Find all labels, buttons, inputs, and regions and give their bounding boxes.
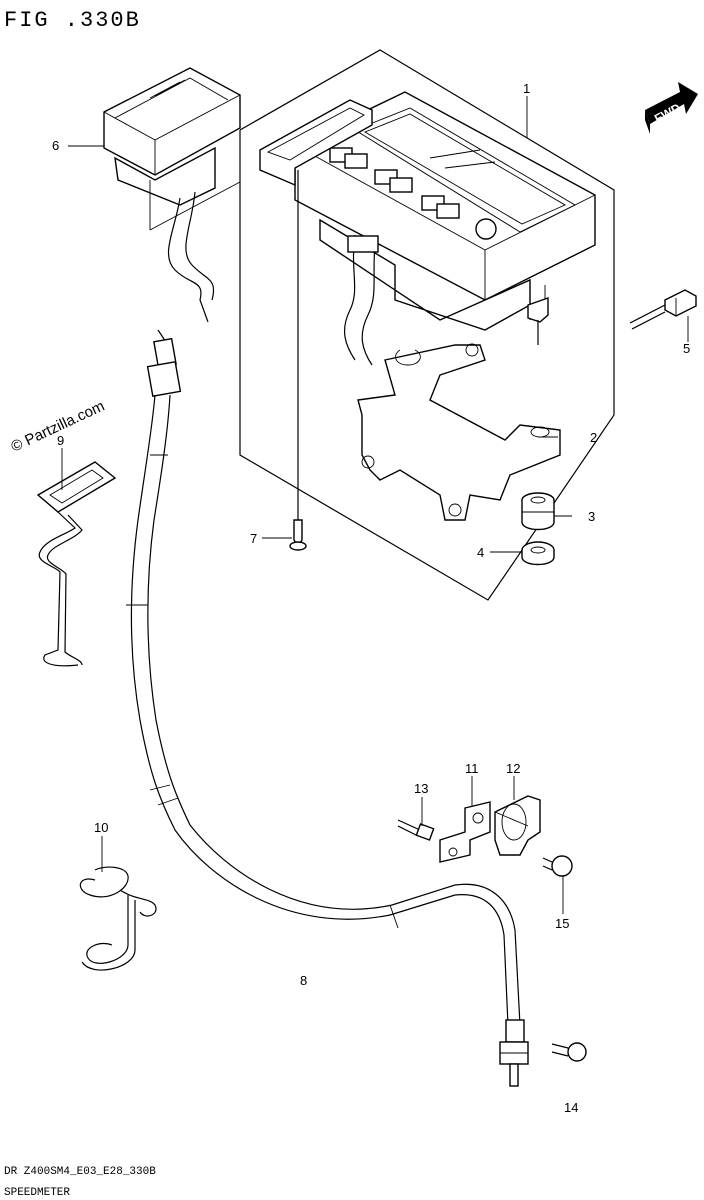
cable-guide-part-9 xyxy=(36,461,117,667)
callout-11: 11 xyxy=(465,761,479,776)
clamp-part-10 xyxy=(79,866,157,971)
footer-code: DR Z400SM4_E03_E28_330B xyxy=(4,1166,156,1178)
callout-14: 14 xyxy=(564,1100,578,1115)
leader-lines xyxy=(61,96,689,914)
callout-6: 6 xyxy=(52,138,59,153)
speedometer-cluster-part-1 xyxy=(259,91,596,366)
connector-part-6 xyxy=(103,67,241,323)
pin-part-13 xyxy=(397,819,435,841)
callout-4: 4 xyxy=(477,545,484,560)
callout-10: 10 xyxy=(94,820,108,835)
callout-2: 2 xyxy=(590,430,597,445)
callout-12: 12 xyxy=(506,761,520,776)
callout-8: 8 xyxy=(300,973,307,988)
bracket-part-2 xyxy=(357,343,561,521)
callout-3: 3 xyxy=(588,509,595,524)
callout-15: 15 xyxy=(555,916,569,931)
bolt-part-5 xyxy=(629,289,697,330)
clamp-part-12 xyxy=(494,795,541,856)
callout-5: 5 xyxy=(683,341,690,356)
speedometer-cable-part-8 xyxy=(126,329,529,1087)
collar-part-4 xyxy=(521,541,555,566)
callout-1: 1 xyxy=(523,81,530,96)
screw-part-15 xyxy=(542,855,573,877)
grommet-part-3 xyxy=(521,492,555,531)
screw-part-14 xyxy=(551,1042,587,1062)
assembly-box-outline xyxy=(239,49,615,601)
screw-part-7 xyxy=(289,170,307,551)
callout-9: 9 xyxy=(57,433,64,448)
callout-13: 13 xyxy=(414,781,428,796)
footer-title: SPEEDMETER xyxy=(4,1187,70,1199)
bracket-part-11 xyxy=(439,801,491,863)
fig-label: FIG .330B xyxy=(4,8,141,33)
callout-7: 7 xyxy=(250,531,257,546)
fwd-arrow-icon: FWD xyxy=(645,82,698,134)
